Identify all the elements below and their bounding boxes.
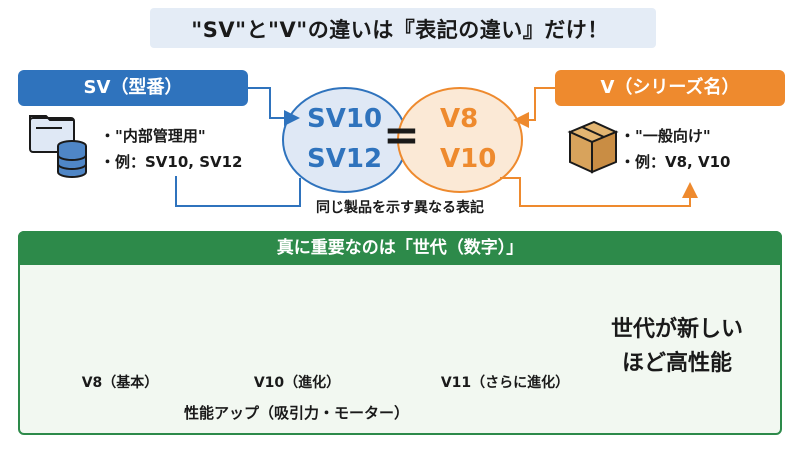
sv-heading: SV（型番） [18,70,248,106]
generation-heading: 真に重要なのは「世代（数字）」 [18,231,782,265]
cardboard-box-icon [567,120,619,174]
conclusion-text: 世代が新しい ほど高性能 [592,313,762,381]
v-model-2: V10 [440,144,497,174]
equals-sign: = [383,110,420,161]
conclusion-line-2: ほど高性能 [621,351,732,376]
sv-bullet-2: ・例：SV10, SV12 [100,153,243,171]
generation-label-v10: V10（進化） [253,375,341,391]
v-connector-bottom [500,177,698,207]
performance-up-label: 性能アップ（吸引力・モーター） [184,404,410,422]
same-product-caption: 同じ製品を示す異なる表記 [316,200,484,216]
sv-model-1: SV10 [307,104,383,134]
conclusion-line-1: 世代が新しい [610,317,743,342]
v-bullet-1: ・"一般向け" [620,127,711,145]
v-bullet-list: ・"一般向け" ・例：V8, V10 [620,123,800,175]
sv-bullet-1: ・"内部管理用" [100,127,206,145]
generation-label-v8: V8（基本） [81,375,159,391]
v-ellipse [397,87,523,193]
v-bullet-2: ・例：V8, V10 [620,153,731,171]
page-title: "SV"と"V"の違いは『表記の違い』だけ！ [191,18,609,42]
v-model-1: V8 [440,104,479,134]
generation-panel [18,231,782,435]
generation-label-v11: V11（さらに進化） [440,375,570,391]
v-connector-top [513,87,555,128]
sv-model-2: SV12 [307,144,383,174]
sv-connector-top [248,87,300,126]
folder-database-icon [29,115,87,178]
sv-connector-bottom [175,176,301,207]
v-heading: V（シリーズ名） [555,70,785,106]
title-band [150,8,656,48]
sv-bullet-list: ・"内部管理用" ・例：SV10, SV12 [100,123,300,175]
